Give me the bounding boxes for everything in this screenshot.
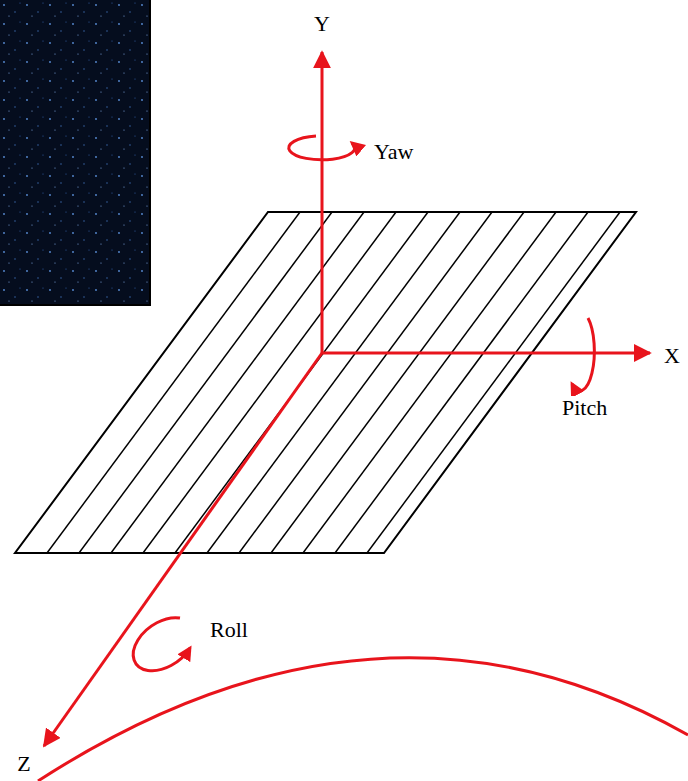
axis-label: Z xyxy=(15,752,32,776)
axis-label: Y xyxy=(312,12,332,36)
axis-label: Yaw xyxy=(372,140,415,164)
solar-panel xyxy=(15,212,636,553)
axis-label: Pitch xyxy=(560,396,609,420)
rotation-arrows xyxy=(133,136,594,671)
space-image xyxy=(0,0,150,305)
axis-label: X xyxy=(662,344,682,368)
panel-hatching xyxy=(47,212,620,553)
earth-arc xyxy=(38,658,688,781)
axis-label: Roll xyxy=(208,618,250,642)
axes xyxy=(44,52,650,746)
